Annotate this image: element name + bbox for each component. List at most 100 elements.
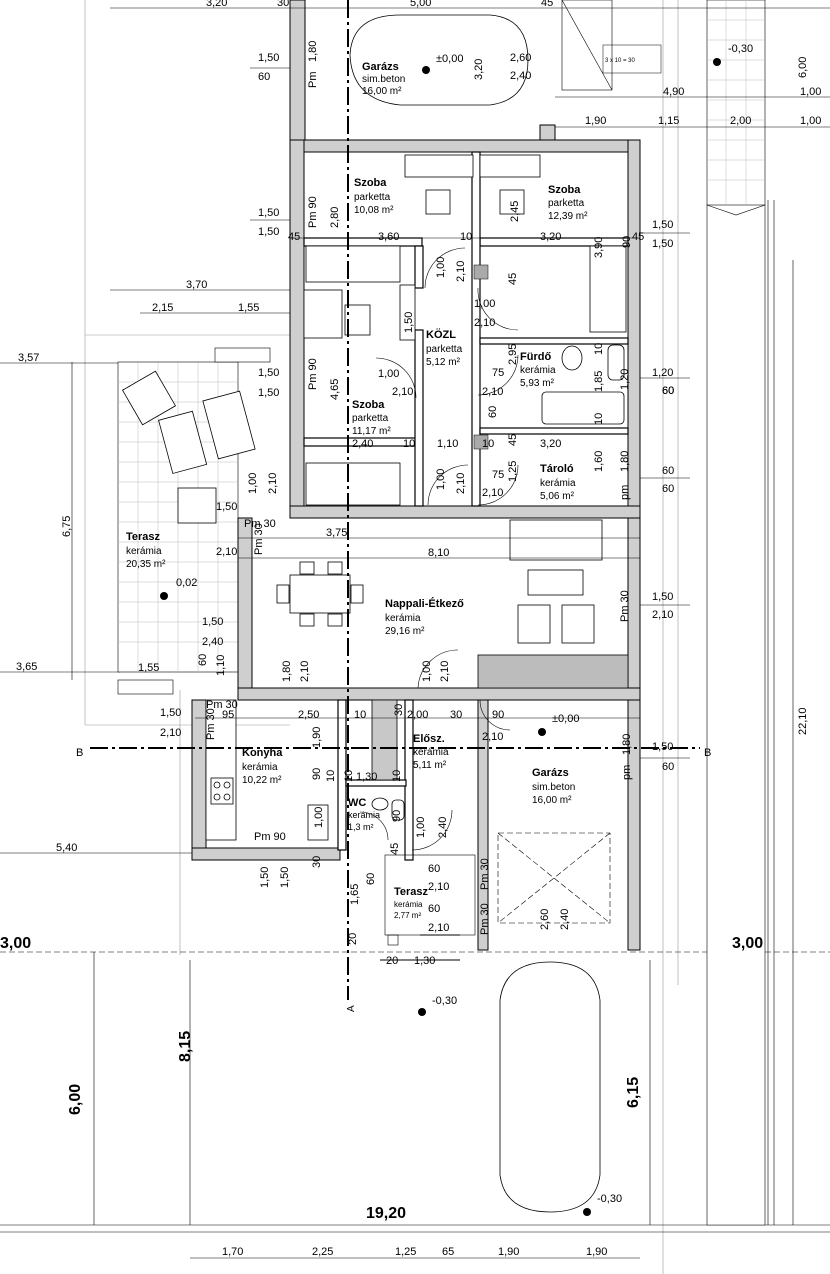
dim-text: 10 <box>391 770 403 782</box>
wardrobe <box>303 289 343 339</box>
toilet <box>607 344 625 381</box>
front-depth-right: 6,15 <box>625 1077 642 1108</box>
dim-text: 30 <box>311 856 323 868</box>
room-name: Szoba <box>548 184 581 196</box>
dim-text: 60 <box>428 863 440 875</box>
dim-text: 2,40 <box>559 909 571 930</box>
dim-text: 1,80 <box>621 734 633 755</box>
dim-text: 1,00 <box>415 817 427 838</box>
dim-text: 1,70 <box>222 1246 243 1258</box>
front-depth-left: 6,00 <box>67 1084 84 1115</box>
dim-text: 1,50 <box>258 52 279 64</box>
dim-text: 90 <box>391 810 403 822</box>
room-name: Tároló <box>540 463 574 475</box>
hob <box>223 793 231 801</box>
dim-text: Pm 30 <box>206 699 238 711</box>
dim-text: Pm 30 <box>619 590 631 622</box>
dim-text: 1,50 <box>258 226 279 238</box>
wc-toilet <box>391 799 405 821</box>
dim-text: 10 <box>325 770 337 782</box>
dim-text: 8,10 <box>428 547 449 559</box>
room-material: parketta <box>426 344 463 355</box>
dim-text: 1,00 <box>800 86 821 98</box>
dim-text: 1,50 <box>258 387 279 399</box>
dim-text: 1,50 <box>258 367 279 379</box>
room-name: Szoba <box>352 399 385 411</box>
kitchen-counter <box>205 699 237 841</box>
room-area: 5,93 m² <box>520 378 555 389</box>
dim-text: 60 <box>662 465 674 477</box>
paving-note: 3 x 10 = 30 <box>605 58 636 64</box>
dim-text: Pm 30 <box>244 518 276 530</box>
sink <box>561 345 583 371</box>
dim-text: 2,10 <box>439 661 451 682</box>
room-material: parketta <box>354 192 391 203</box>
dim-text: 5,00 <box>410 0 431 9</box>
dim-text: 3,57 <box>18 352 39 364</box>
room-area: 20,35 m² <box>126 559 166 570</box>
dim-text: 75 <box>492 469 504 481</box>
room-area: 5,06 m² <box>540 491 575 502</box>
room-material: kerámia <box>242 762 278 773</box>
dim-text: 2,15 <box>152 302 173 314</box>
room-name: Elősz. <box>413 733 445 745</box>
dim-text: 1,00 <box>313 807 325 828</box>
dim-text: 1,50 <box>652 591 673 603</box>
room-material: sim.beton <box>362 74 405 85</box>
bathtub <box>541 391 625 425</box>
dim-text: 2,10 <box>267 473 279 494</box>
dim-text: 4,90 <box>663 86 684 98</box>
dim-text: Pm 90 <box>307 358 319 390</box>
dim-text: 2,10 <box>455 473 467 494</box>
dim-text: 1,25 <box>395 1246 416 1258</box>
dim-text: Pm <box>307 72 319 89</box>
terrace-west-tiles <box>117 347 271 695</box>
sofa <box>509 519 603 561</box>
dim-text: 2,40 <box>510 70 531 82</box>
dim-text: 2,80 <box>329 207 341 228</box>
dim-text: 2,10 <box>428 922 449 934</box>
room-name: Nappali-Étkező <box>385 597 464 610</box>
bed <box>305 245 401 283</box>
dim-text: 30 <box>450 709 462 721</box>
dim-text: 2,00 <box>730 115 751 127</box>
dim-text: Pm 90 <box>254 831 286 843</box>
level-marker-icon <box>418 1008 426 1016</box>
bed <box>589 245 627 333</box>
level-marker-icon <box>422 66 430 74</box>
dim-text: 45 <box>632 231 644 243</box>
overall-dimensions: 19,20 3,00 3,00 6,00 8,15 6,15 22,10 6,7… <box>0 516 809 1222</box>
armchair <box>561 604 595 644</box>
dim-text: 1,80 <box>281 661 293 682</box>
dim-text: 1,15 <box>658 115 679 127</box>
sun-lounger <box>121 370 177 426</box>
dim-text: 2,10 <box>392 386 413 398</box>
dim-text: 2,40 <box>352 438 373 450</box>
dim-text: 10 <box>593 413 605 425</box>
dim-text: 5,40 <box>56 842 77 854</box>
terrace-table <box>177 487 217 524</box>
dim-text: 45 <box>288 231 300 243</box>
car <box>499 961 601 1213</box>
dim-text: 95 <box>222 709 234 721</box>
dim-text: 60 <box>487 406 499 418</box>
dim-text: Pm 30 <box>205 708 217 740</box>
dim-text: 1,50 <box>216 501 237 513</box>
dim-text: 2,60 <box>510 52 531 64</box>
room-area: 10,08 m² <box>354 205 394 216</box>
sun-lounger <box>202 390 256 460</box>
chair <box>299 613 315 627</box>
dim-text: 1,20 <box>652 367 673 379</box>
dim-text: 1,30 <box>356 771 377 783</box>
dim-text: 1,90 <box>498 1246 519 1258</box>
dim-text: 60 <box>662 385 674 397</box>
dim-text: 1,00 <box>421 661 433 682</box>
room-name: WC <box>348 797 366 809</box>
right-total: 22,10 <box>797 707 809 735</box>
hob <box>213 793 221 801</box>
dim-text: 45 <box>507 273 519 285</box>
dim-text: 2,00 <box>407 709 428 721</box>
dim-text: 60 <box>428 903 440 915</box>
paving-pattern <box>707 0 765 205</box>
level-marker-icon <box>713 58 721 66</box>
